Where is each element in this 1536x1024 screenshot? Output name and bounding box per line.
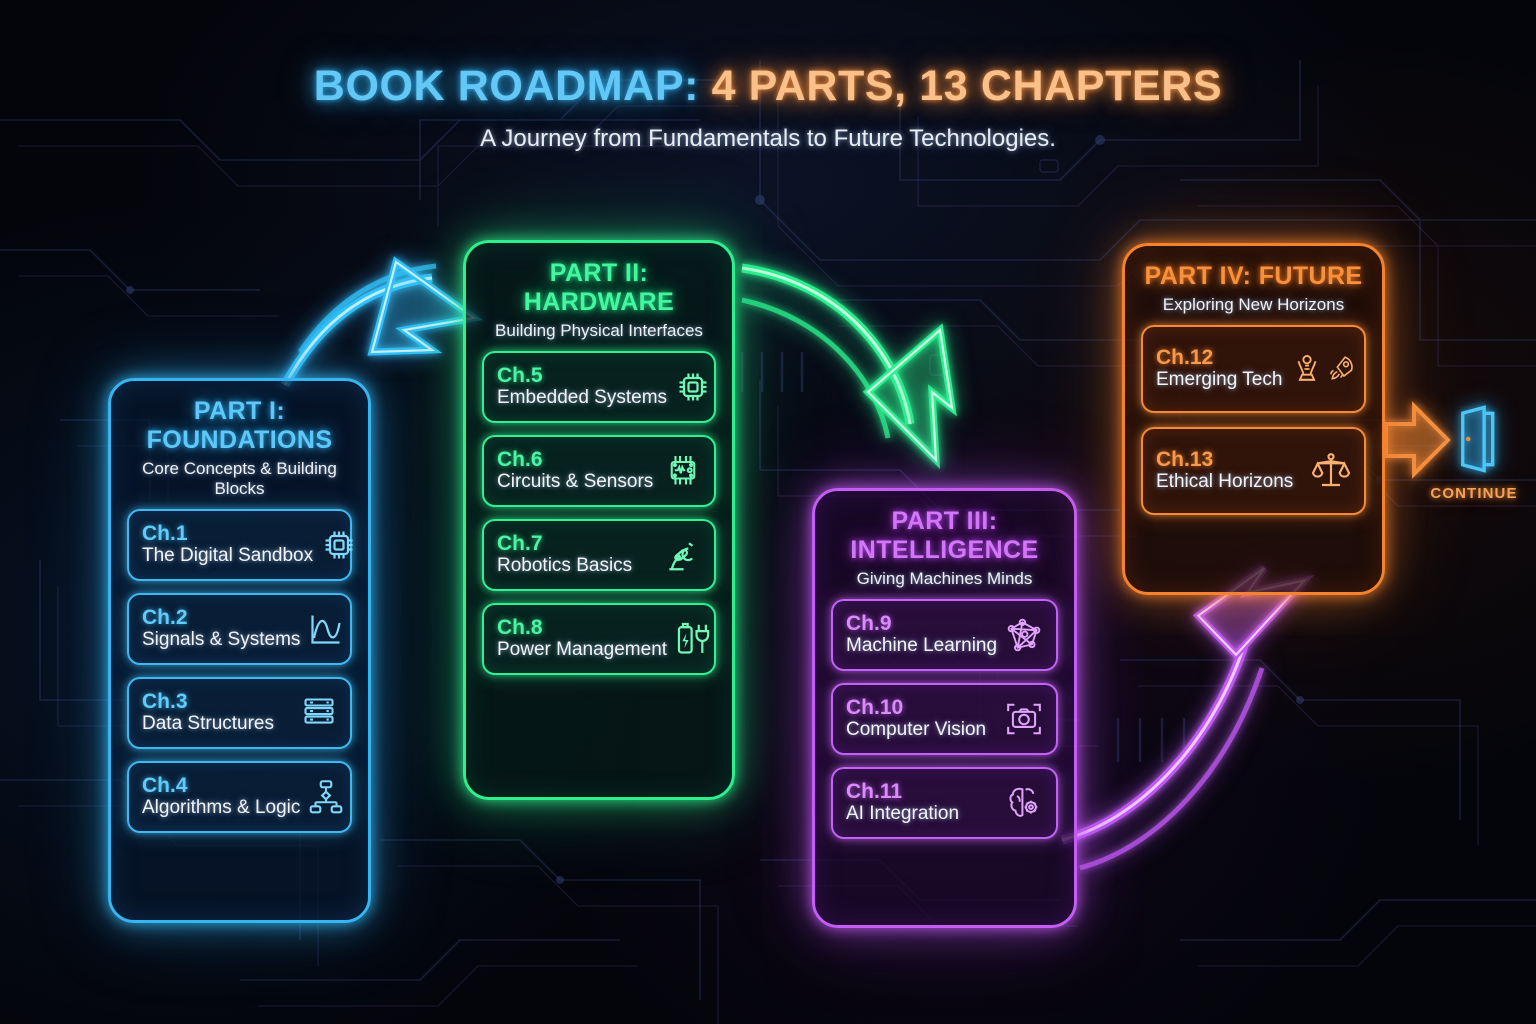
server-stack-icon: [301, 695, 337, 731]
chapter-name: Embedded Systems: [497, 387, 668, 409]
chapter-item[interactable]: Ch.12 Emerging Tech: [1141, 325, 1366, 414]
chapter-item[interactable]: Ch.7 Robotics Basics: [482, 519, 716, 592]
waveform-icon: [308, 611, 344, 647]
part-header: PART I: FOUNDATIONS Core Concepts & Buil…: [127, 397, 352, 499]
chapter-name: Algorithms & Logic: [142, 797, 301, 819]
chapter-number: Ch.7: [497, 531, 543, 555]
part-title: PART IV: FUTURE: [1144, 262, 1363, 290]
chapter-item[interactable]: Ch.11 AI Integration: [831, 767, 1058, 840]
chapter-number: Ch.12: [1156, 345, 1214, 369]
chapter-number: Ch.5: [497, 363, 543, 387]
chapter-number: Ch.4: [142, 773, 188, 797]
chapter-number: Ch.10: [846, 695, 904, 719]
chapter-name: Ethical Horizons: [1156, 471, 1294, 493]
page-subtitle: A Journey from Fundamentals to Future Te…: [480, 125, 1056, 152]
part-subtitle: Core Concepts & Building Blocks: [142, 459, 337, 499]
chapter-number: Ch.9: [846, 611, 892, 635]
chapter-name: Emerging Tech: [1156, 369, 1283, 391]
chapter-number: Ch.2: [142, 605, 188, 629]
part-card-intelligence[interactable]: PART III: INTELLIGENCE Giving Machines M…: [812, 488, 1077, 928]
chapter-list: Ch.1 The Digital Sandbox Ch.2 Signals & …: [127, 509, 353, 902]
chapter-number: Ch.6: [497, 447, 543, 471]
continue-block[interactable]: CONTINUE: [1424, 404, 1524, 502]
chapter-item[interactable]: Ch.3 Data Structures: [127, 677, 352, 750]
part-title: PART II: HARDWARE: [523, 259, 675, 316]
part-subtitle: Building Physical Interfaces: [495, 321, 703, 340]
chapter-list: Ch.9 Machine Learning Ch.10 Computer Vis…: [831, 599, 1058, 907]
brain-gear-icon: [1005, 784, 1043, 822]
neural-network-icon: [1005, 616, 1043, 654]
continue-label: CONTINUE: [1430, 485, 1518, 502]
chapter-name: Circuits & Sensors: [497, 471, 654, 493]
chapter-list: Ch.12 Emerging Tech Ch: [1141, 325, 1366, 574]
chapter-name: Data Structures: [142, 713, 274, 735]
chapter-item[interactable]: Ch.4 Algorithms & Logic: [127, 761, 352, 834]
part-subtitle: Exploring New Horizons: [1162, 295, 1345, 314]
chapter-name: Power Management: [497, 639, 668, 661]
microchip-icon: [321, 527, 357, 563]
chapter-item[interactable]: Ch.5 Embedded Systems: [482, 351, 716, 424]
hologram-rocket-icon: [1290, 351, 1357, 387]
chapter-name: Signals & Systems: [142, 629, 301, 651]
part-title: PART I: FOUNDATIONS: [146, 397, 333, 454]
circuit-board-icon: [665, 453, 701, 489]
part-subtitle: Giving Machines Minds: [856, 569, 1033, 588]
chapter-number: Ch.8: [497, 615, 543, 639]
chapter-item[interactable]: Ch.13 Ethical Horizons: [1141, 427, 1366, 516]
page-header: BOOK ROADMAP: 4 PARTS, 13 CHAPTERS A Jou…: [0, 62, 1536, 153]
chapter-list: Ch.5 Embedded Systems Ch.6 Circuits & Se…: [482, 351, 716, 779]
chapter-item[interactable]: Ch.1 The Digital Sandbox: [127, 509, 353, 582]
chapter-number: Ch.1: [142, 521, 188, 545]
title-primary: BOOK ROADMAP:: [313, 62, 700, 110]
microchip-icon: [675, 369, 711, 405]
part-header: PART III: INTELLIGENCE Giving Machines M…: [831, 507, 1058, 589]
chapter-item[interactable]: Ch.2 Signals & Systems: [127, 593, 352, 666]
chapter-name: Machine Learning: [846, 635, 998, 657]
chapter-item[interactable]: Ch.9 Machine Learning: [831, 599, 1058, 672]
chapter-item[interactable]: Ch.6 Circuits & Sensors: [482, 435, 716, 508]
chapter-name: Computer Vision: [846, 719, 987, 741]
chapter-number: Ch.11: [846, 779, 903, 803]
part-card-foundations[interactable]: PART I: FOUNDATIONS Core Concepts & Buil…: [108, 378, 371, 923]
robot-arm-icon: [663, 536, 701, 574]
chapter-name: Robotics Basics: [497, 555, 633, 577]
page-title: BOOK ROADMAP: 4 PARTS, 13 CHAPTERS: [0, 62, 1536, 111]
flowchart-icon: [308, 779, 344, 815]
battery-plug-icon: [675, 620, 713, 658]
part-card-future[interactable]: PART IV: FUTURE Exploring New Horizons C…: [1122, 243, 1385, 595]
part-header: PART IV: FUTURE Exploring New Horizons: [1141, 262, 1366, 315]
part-title: PART III: INTELLIGENCE: [850, 507, 1039, 564]
title-accent: 4 PARTS, 13 CHAPTERS: [711, 62, 1223, 110]
camera-focus-icon: [1005, 700, 1043, 738]
scales-balance-icon: [1311, 451, 1351, 491]
chapter-number: Ch.3: [142, 689, 188, 713]
chapter-item[interactable]: Ch.8 Power Management: [482, 603, 716, 676]
chapter-item[interactable]: Ch.10 Computer Vision: [831, 683, 1058, 756]
part-card-hardware[interactable]: PART II: HARDWARE Building Physical Inte…: [463, 240, 735, 800]
open-door-icon: [1447, 404, 1501, 479]
chapter-number: Ch.13: [1156, 447, 1214, 471]
chapter-name: AI Integration: [846, 803, 960, 825]
chapter-name: The Digital Sandbox: [142, 545, 314, 567]
part-header: PART II: HARDWARE Building Physical Inte…: [482, 259, 716, 341]
